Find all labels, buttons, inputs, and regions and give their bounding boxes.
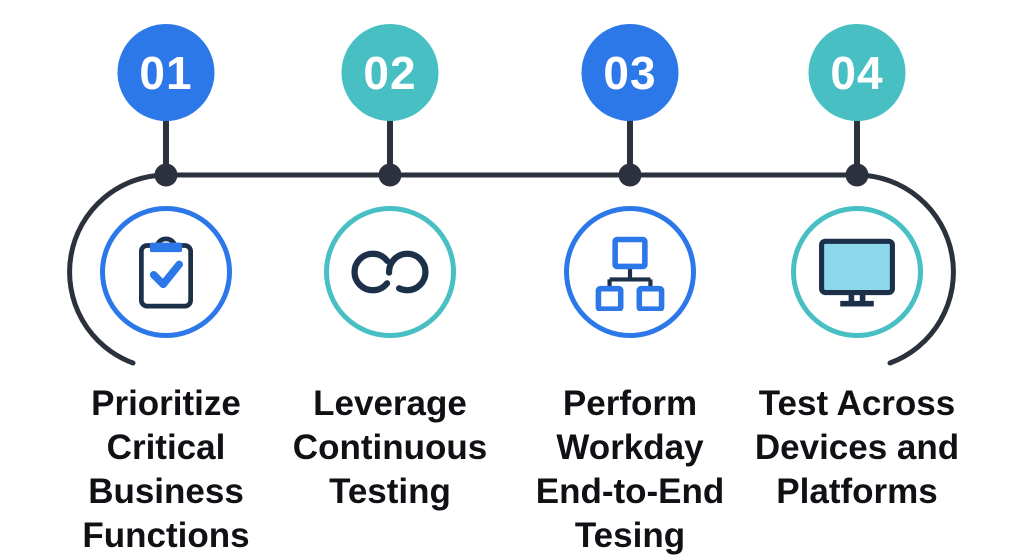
step-2-icon-ring xyxy=(324,206,456,338)
step-1-label: Prioritize Critical Business Functions xyxy=(41,382,291,558)
step-1-number: 01 xyxy=(139,46,193,99)
org-chart-icon xyxy=(595,236,665,311)
step-3-number-badge: 03 xyxy=(581,24,679,121)
timeline-node-2 xyxy=(378,163,402,187)
step-1-icon-ring xyxy=(100,206,232,338)
step-1-label-line: Functions xyxy=(82,516,250,555)
infinity-loop-icon xyxy=(351,250,429,294)
step-2-label-line: Leverage xyxy=(313,384,467,423)
timeline-node-1 xyxy=(154,163,178,187)
step-3-label-line: Perform xyxy=(562,384,698,423)
step-1-number-badge: 01 xyxy=(117,24,215,121)
step-3-label-line: Tesing xyxy=(574,516,686,555)
step-1-label-line: Prioritize xyxy=(91,384,241,423)
step-1-label-line: Business xyxy=(88,472,244,511)
timeline-stems xyxy=(163,118,860,175)
step-3-label-line: Workday xyxy=(556,428,704,467)
step-4-icon-ring xyxy=(791,206,923,338)
step-4-label-line: Devices and xyxy=(754,428,960,467)
step-4-label-line: Test Across xyxy=(758,384,956,423)
step-4-number: 04 xyxy=(830,46,884,99)
timeline-right-arc xyxy=(854,172,956,366)
monitor-icon xyxy=(819,238,895,307)
step-4-label-line: Platforms xyxy=(776,472,938,511)
timeline-node-4 xyxy=(845,163,869,187)
step-3-icon-ring xyxy=(564,206,696,338)
step-2-label: Leverage Continuous Testing xyxy=(265,382,515,514)
timeline-node-3 xyxy=(618,163,642,187)
step-4-number-badge: 04 xyxy=(808,24,906,121)
step-2-label-line: Testing xyxy=(329,472,451,511)
step-2-label-line: Continuous xyxy=(292,428,488,467)
step-4-label: Test Across Devices and Platforms xyxy=(732,382,982,514)
step-1-label-line: Critical xyxy=(106,428,226,467)
step-3-label: Perform Workday End-to-End Tesing xyxy=(505,382,755,558)
clipboard-check-icon xyxy=(139,236,193,309)
step-2-number: 02 xyxy=(363,46,417,99)
step-3-number: 03 xyxy=(603,46,657,99)
timeline-left-arc xyxy=(67,172,169,366)
step-3-label-line: End-to-End xyxy=(535,472,725,511)
step-2-number-badge: 02 xyxy=(341,24,439,121)
